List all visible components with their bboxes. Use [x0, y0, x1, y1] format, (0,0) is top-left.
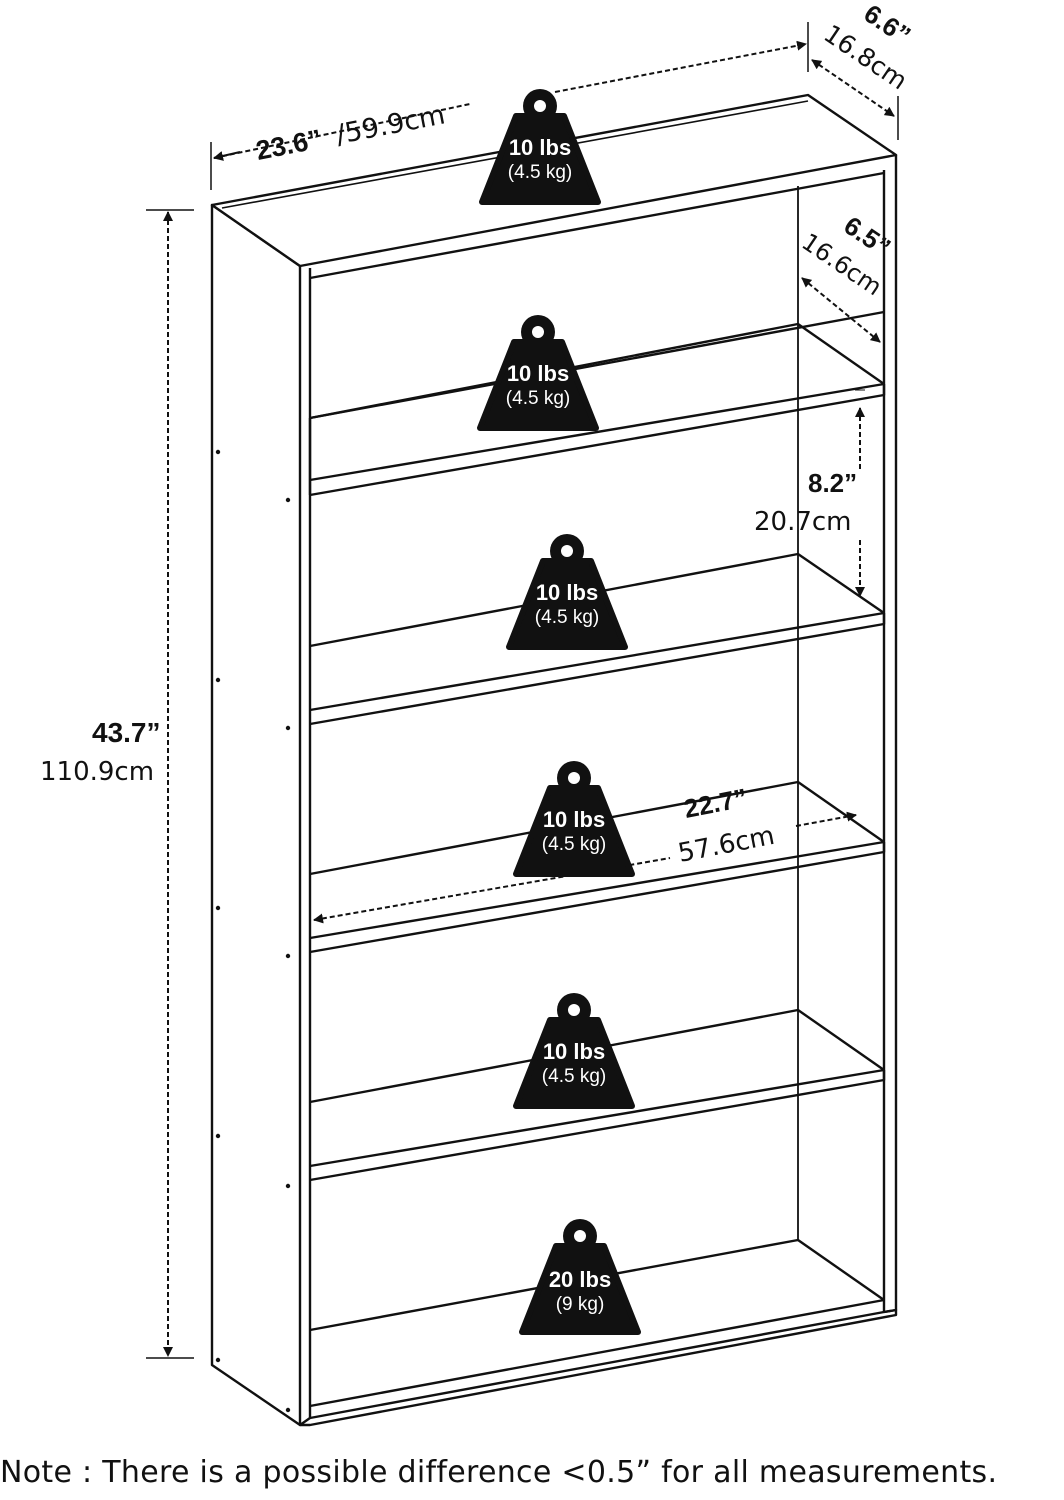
width-dimension-line — [213, 103, 471, 159]
bottom-board — [298, 1308, 898, 1427]
measurement-note: Note : There is a possible difference <0… — [0, 1455, 998, 1490]
shelf-spacing-cm-label: 20.7cm — [754, 507, 852, 537]
weight-label-lbs: 10 lbs — [543, 807, 605, 832]
bookshelf — [210, 93, 898, 1427]
weight-icons: 10 lbs (4.5 kg) 10 lbs (4.5 kg) 10 lbs (… — [477, 89, 641, 1335]
weight-label-kg: (4.5 kg) — [535, 607, 599, 628]
weight-icon-top: 10 lbs (4.5 kg) — [479, 89, 601, 205]
weight-label-kg: (4.5 kg) — [542, 1066, 606, 1087]
height-inch-label: 43.7” — [92, 717, 161, 748]
bookshelf-dimension-diagram: 23.6” /59.9cm 6.6” 16.8cm 43.7” 110.9cm … — [40, 0, 916, 1427]
weight-label-lbs: 10 lbs — [507, 361, 569, 386]
weight-label-kg: (4.5 kg) — [542, 834, 606, 855]
right-front-edge — [883, 155, 898, 1314]
weight-icon-shelf-3: 10 lbs (4.5 kg) — [513, 761, 635, 877]
height-cm-label: 110.9cm — [40, 757, 154, 787]
weight-label-kg: (9 kg) — [556, 1294, 605, 1315]
weight-label-lbs: 10 lbs — [543, 1039, 605, 1064]
dimension-lines — [146, 22, 899, 1359]
width-inch-label: 23.6” — [253, 124, 324, 166]
weight-label-lbs: 20 lbs — [549, 1267, 611, 1292]
weight-label-lbs: 10 lbs — [509, 135, 571, 160]
left-side-panel — [210, 203, 302, 1427]
weight-label-kg: (4.5 kg) — [508, 162, 572, 183]
shelf-spacing-inch-label: 8.2” — [808, 468, 857, 498]
weight-label-kg: (4.5 kg) — [506, 388, 570, 409]
width-cm-label: /59.9cm — [333, 99, 447, 150]
screw-dots — [215, 449, 291, 1413]
depth-dimension-line — [811, 59, 895, 117]
inner-width-dimension-line — [313, 857, 671, 924]
weight-icon-bottom: 20 lbs (9 kg) — [519, 1219, 641, 1335]
inner-depth-dimension-line — [801, 277, 881, 343]
inner-width-inch-label: 22.7” — [681, 782, 749, 824]
weight-icon-shelf-1: 10 lbs (4.5 kg) — [477, 315, 599, 431]
weight-icon-shelf-4: 10 lbs (4.5 kg) — [513, 993, 635, 1109]
weight-icon-shelf-2: 10 lbs (4.5 kg) — [506, 534, 628, 650]
weight-label-lbs: 10 lbs — [536, 580, 598, 605]
